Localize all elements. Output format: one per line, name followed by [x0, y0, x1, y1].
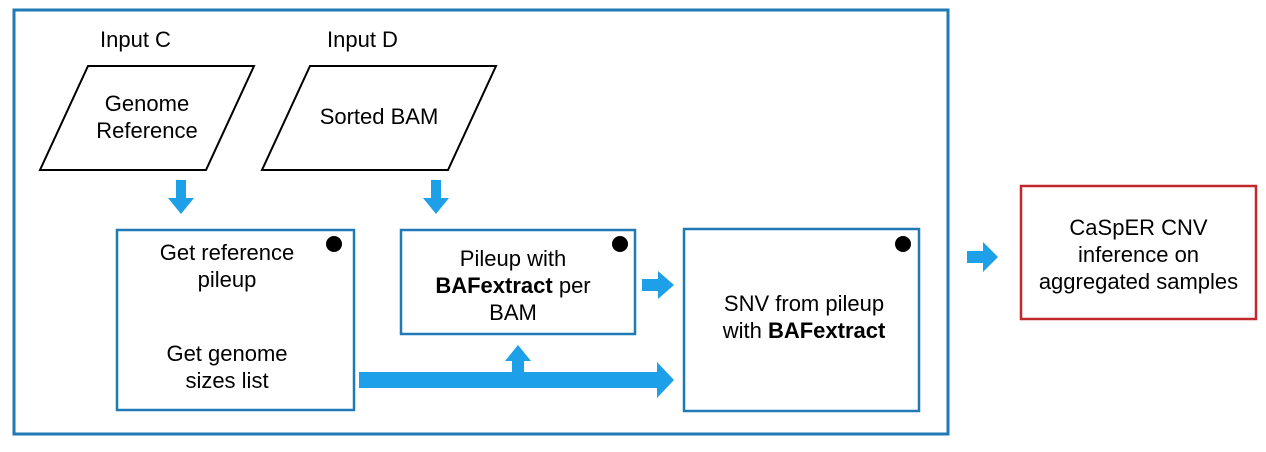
arrow-pileup-to-snv	[642, 271, 674, 299]
pileup-text: Pileup with BAFextract per BAM	[413, 245, 613, 326]
input-d-label: Input D	[327, 27, 398, 52]
arrow-to-output	[967, 242, 998, 272]
input-d-text: Sorted BAM	[309, 103, 449, 130]
snv-box	[682, 227, 921, 413]
snv-status-dot	[895, 236, 911, 252]
output-box	[1019, 184, 1258, 321]
pileup-line2-rest: per	[552, 273, 591, 298]
snv-line2-pre: with	[722, 318, 768, 343]
reference-status-dot	[326, 236, 342, 252]
pileup-tool-name: BAFextract	[435, 273, 553, 298]
pileup-status-dot	[612, 236, 628, 252]
input-c-text: Genome Reference	[87, 90, 207, 144]
pileup-box	[399, 228, 637, 336]
output-line1: CaSpER CNV	[1069, 215, 1208, 240]
input-c-text-line1: Genome	[104, 91, 190, 116]
snv-line2: with BAFextract	[709, 317, 899, 344]
reference-pileup-text: Get reference pileup	[137, 239, 317, 293]
outer-frame	[12, 8, 950, 436]
arrow-branch-up-to-pileup	[505, 345, 531, 372]
output-line3: aggregated samples	[1038, 269, 1239, 294]
pileup-line3: BAM	[489, 300, 537, 325]
pileup-line2: BAFextract per	[413, 272, 613, 299]
input-c-text-line2: Reference	[96, 118, 198, 143]
input-c-label: Input C	[100, 27, 171, 52]
snv-line1: SNV from pileup	[723, 291, 885, 316]
reference-pileup-line1: Get reference	[159, 240, 295, 265]
input-c-shape	[38, 65, 256, 171]
genome-sizes-line2: sizes list	[185, 368, 269, 393]
output-line2: inference on	[1077, 242, 1200, 267]
pileup-line1: Pileup with	[459, 246, 567, 271]
reference-pileup-line2: pileup	[197, 267, 257, 292]
snv-text: SNV from pileup with BAFextract	[709, 290, 899, 344]
reference-box	[115, 228, 356, 412]
snv-tool-name: BAFextract	[767, 318, 886, 343]
genome-sizes-line1: Get genome	[166, 341, 288, 366]
arrow-down-input-d	[423, 180, 449, 214]
output-text: CaSpER CNV inference on aggregated sampl…	[1031, 214, 1246, 295]
input-d-shape	[260, 65, 498, 171]
arrow-reference-to-snv	[359, 362, 674, 398]
genome-sizes-text: Get genome sizes list	[137, 340, 317, 394]
arrow-down-input-c	[168, 180, 194, 214]
input-d-text-line1: Sorted BAM	[319, 104, 439, 129]
